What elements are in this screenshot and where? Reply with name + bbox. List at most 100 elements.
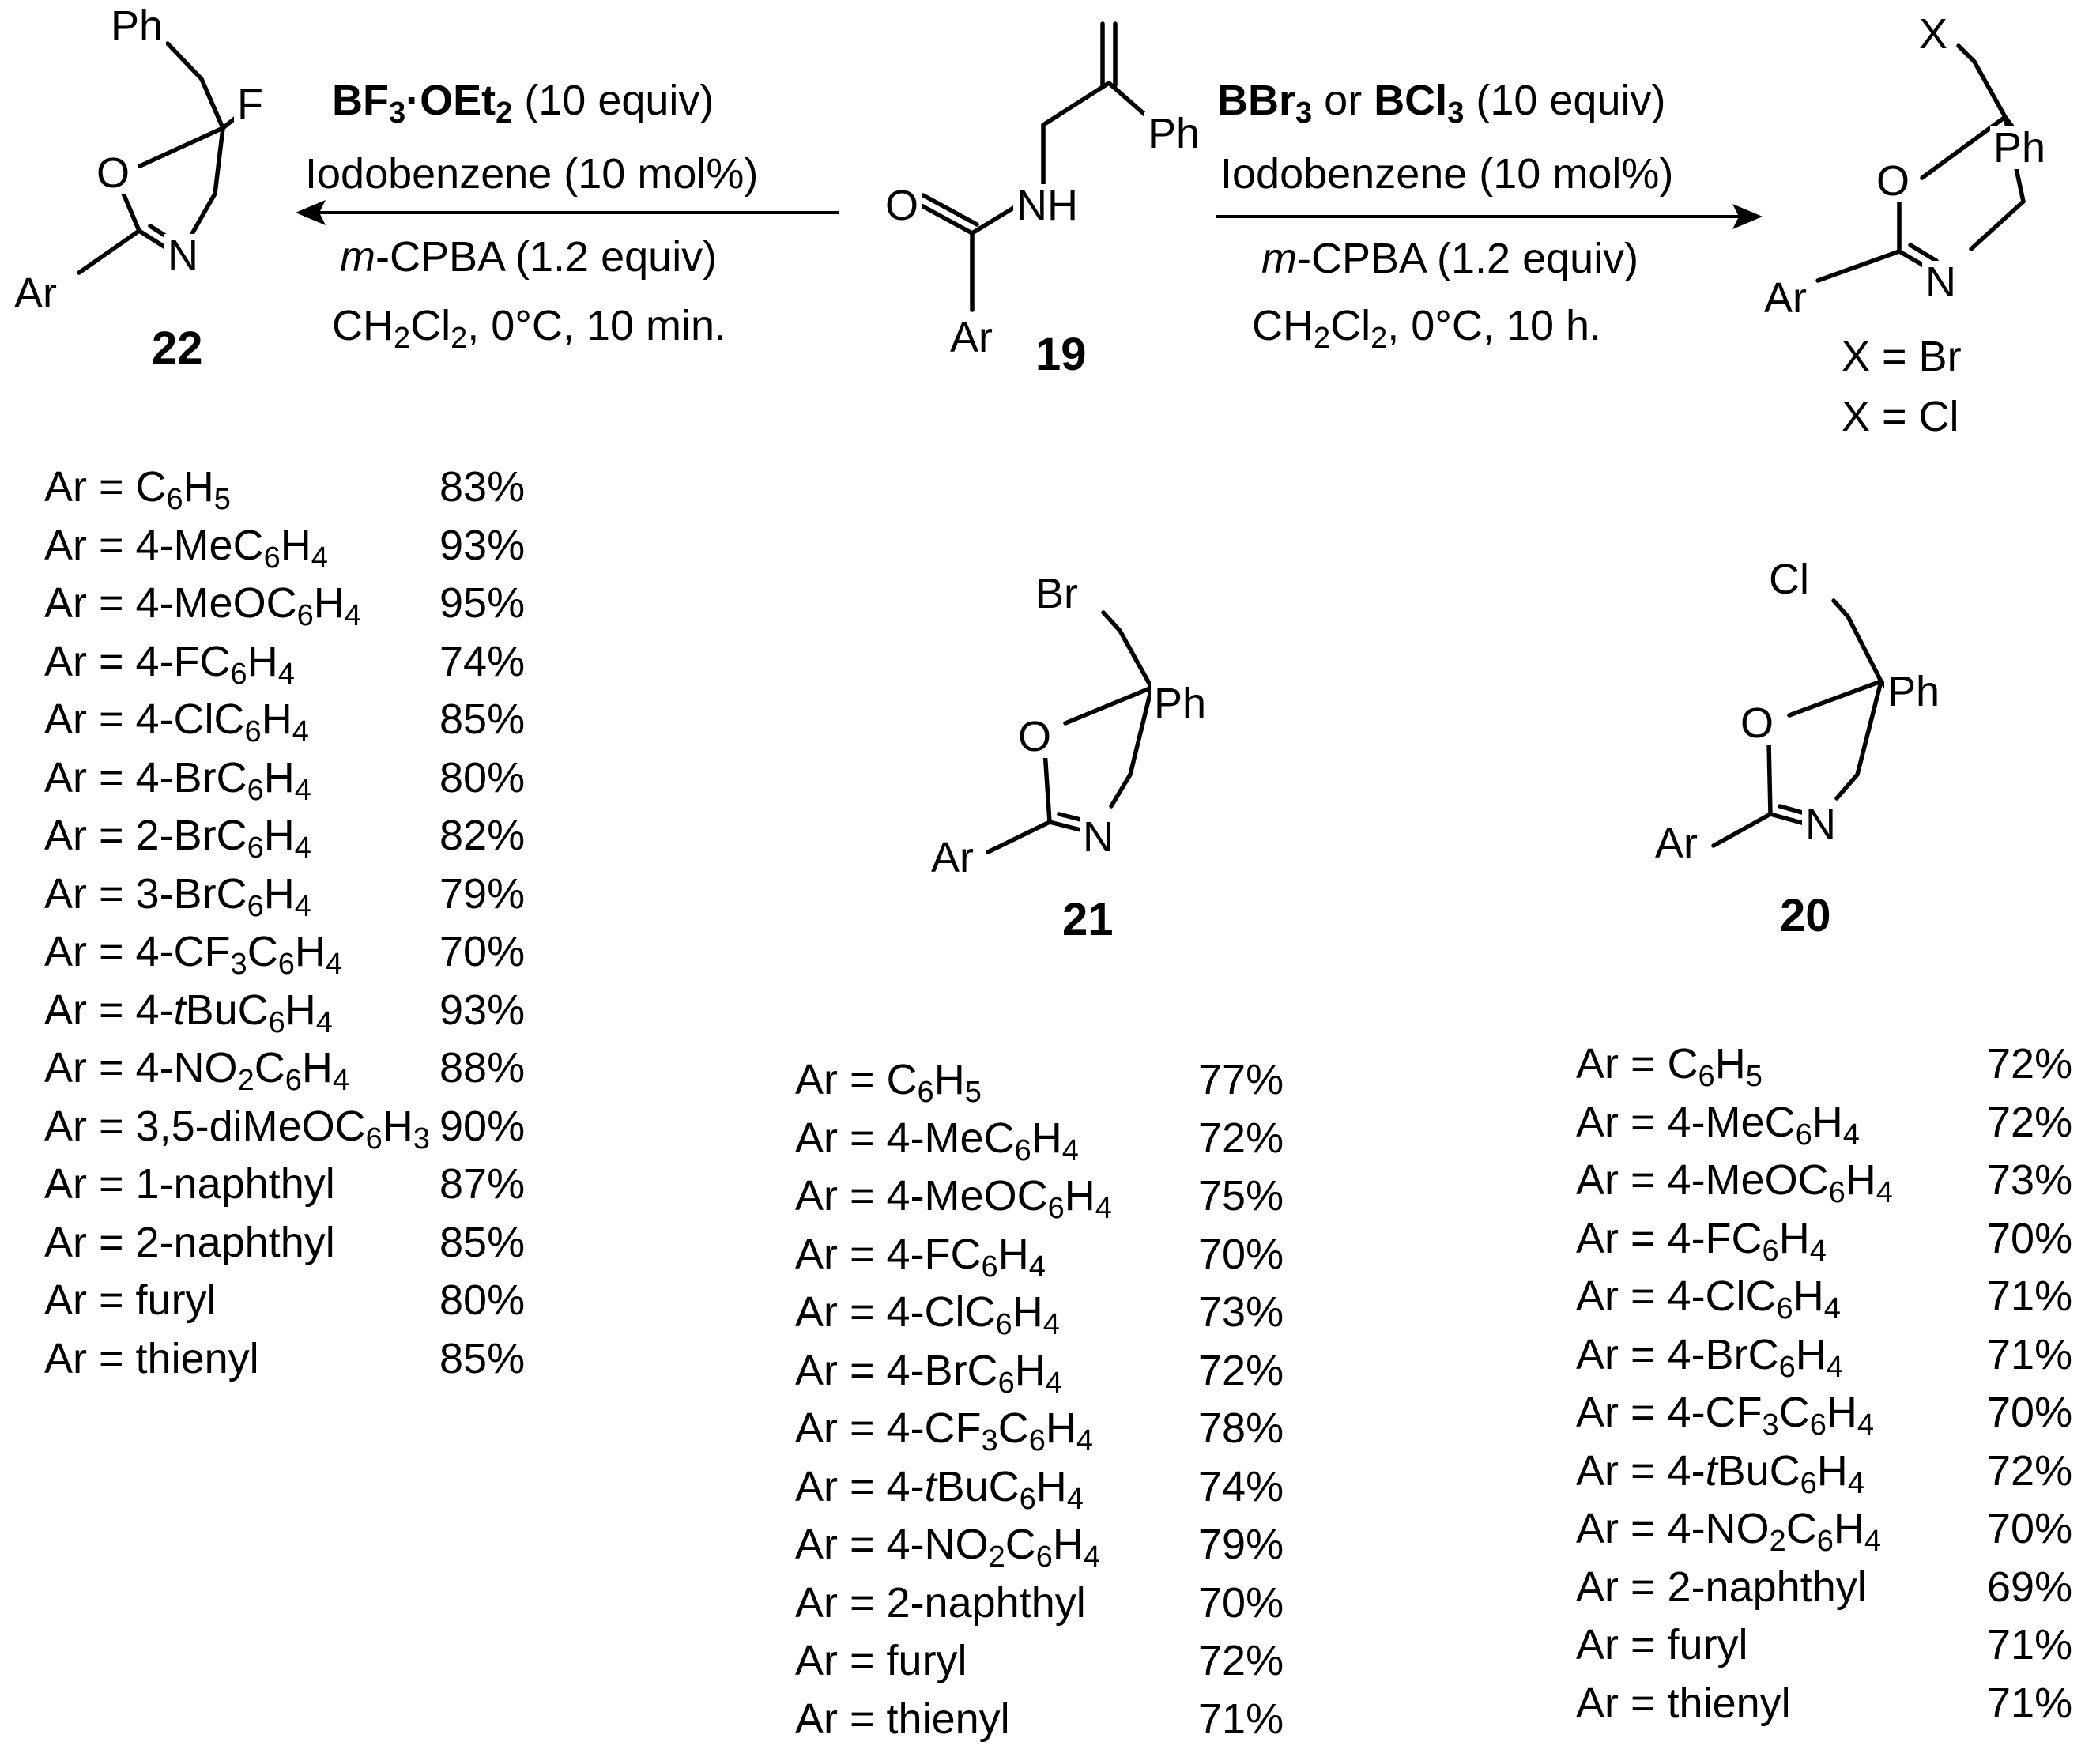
yield-value: 79% xyxy=(1198,1521,1284,1568)
left-arrow-head xyxy=(296,200,326,225)
yield-value: 71% xyxy=(1987,1621,2073,1668)
yield-value: 72% xyxy=(1987,1040,2073,1088)
yield-value: 72% xyxy=(1198,1114,1284,1162)
yield-value: 75% xyxy=(1198,1172,1284,1220)
aryl-substituent: Ar = C6H5 xyxy=(795,1056,982,1109)
right-reagent: BBr3 or BCl3 (10 equiv) xyxy=(1217,77,1666,130)
yield-value: 95% xyxy=(439,579,526,627)
x-equals-cl: X = Cl xyxy=(1842,393,1959,440)
yield-value: 88% xyxy=(439,1044,526,1092)
x-equals-br: X = Br xyxy=(1842,333,1962,380)
left-conditions: CH2Cl2, 0°C, 10 min. xyxy=(332,302,726,355)
aryl-substituent: Ar = 4-FC6H4 xyxy=(795,1230,1046,1284)
left-reagent: BF3·OEt2 (10 equiv) xyxy=(332,77,714,130)
aryl-substituent: Ar = 3-BrC6H4 xyxy=(44,869,311,923)
yield-value: 77% xyxy=(1198,1056,1284,1103)
aryl-substituent: Ar = 2-naphthyl xyxy=(1576,1563,1867,1611)
aryl-substituent: Ar = 4-NO2C6H4 xyxy=(44,1044,349,1097)
c20-atom-o: O xyxy=(1737,702,1778,745)
left-oxidant: m-CPBA (1.2 equiv) xyxy=(340,233,718,281)
aryl-substituent: Ar = 2-naphthyl xyxy=(795,1578,1086,1627)
yield-value: 82% xyxy=(439,812,526,859)
aryl-substituent: Ar = 2-BrC6H4 xyxy=(44,812,311,865)
aryl-substituent: Ar = 3,5-diMeOC6H3 xyxy=(44,1102,430,1156)
aryl-substituent: Ar = 1-naphthyl xyxy=(44,1160,335,1208)
aryl-substituent: Ar = 4-MeC6H4 xyxy=(795,1114,1079,1167)
c21-atom-ar: Ar xyxy=(928,836,977,879)
compound-21-bonds xyxy=(986,610,1159,854)
cx-atom-o: O xyxy=(1873,160,1913,202)
aryl-substituent: Ar = 4-MeC6H4 xyxy=(1576,1098,1860,1152)
yield-value: 71% xyxy=(1198,1695,1284,1743)
yield-value: 70% xyxy=(439,928,526,975)
yield-value: 85% xyxy=(439,696,526,743)
c19-atom-ph: Ph xyxy=(1144,112,1204,155)
right-conditions: CH2Cl2, 0°C, 10 h. xyxy=(1252,302,1602,355)
aryl-substituent: Ar = C6H5 xyxy=(44,463,231,516)
compound-21-label: 21 xyxy=(1062,894,1114,945)
c21-atom-o: O xyxy=(1015,715,1055,758)
yield-value: 78% xyxy=(1198,1404,1284,1452)
yield-value: 80% xyxy=(439,1276,526,1324)
yield-value: 74% xyxy=(439,637,526,685)
aryl-substituent: Ar = 4-FC6H4 xyxy=(1576,1214,1827,1268)
yield-value: 93% xyxy=(439,521,526,569)
yield-value: 83% xyxy=(439,463,526,511)
aryl-substituent: Ar = 4-BrC6H4 xyxy=(795,1346,1062,1400)
aryl-substituent: Ar = furyl xyxy=(795,1637,967,1684)
right-catalyst: Iodobenzene (10 mol%) xyxy=(1220,150,1674,198)
cx-atom-ar: Ar xyxy=(1761,277,1810,319)
aryl-substituent: Ar = 4-tBuC6H4 xyxy=(795,1462,1084,1516)
aryl-substituent: Ar = 4-CF3C6H4 xyxy=(44,928,342,981)
yield-value: 74% xyxy=(1198,1462,1284,1510)
compound-20-bonds xyxy=(1711,598,1894,848)
yield-value: 79% xyxy=(439,869,526,918)
right-arrow-head xyxy=(1732,204,1763,229)
compound-22-label: 22 xyxy=(152,322,203,374)
aryl-substituent: Ar = thienyl xyxy=(795,1695,1010,1743)
yield-value: 93% xyxy=(439,986,526,1034)
aryl-substituent: Ar = 4-ClC6H4 xyxy=(795,1288,1060,1341)
c22-atom-n: N xyxy=(164,234,202,277)
yield-value: 80% xyxy=(439,753,526,801)
c22-atom-ph: Ph xyxy=(107,5,167,47)
yield-value: 85% xyxy=(439,1218,526,1266)
c22-atom-f: F xyxy=(234,83,266,126)
aryl-substituent: Ar = 4-MeOC6H4 xyxy=(44,579,361,632)
yield-value: 71% xyxy=(1987,1330,2073,1378)
yield-value: 73% xyxy=(1198,1288,1284,1336)
yield-value: 70% xyxy=(1987,1389,2073,1436)
yield-value: 71% xyxy=(1987,1679,2073,1727)
aryl-substituent: Ar = 4-BrC6H4 xyxy=(1576,1330,1843,1384)
yield-value: 73% xyxy=(1987,1156,2073,1204)
aryl-substituent: Ar = 4-ClC6H4 xyxy=(44,696,309,748)
yield-value: 70% xyxy=(1198,1578,1284,1627)
aryl-substituent: Ar = furyl xyxy=(44,1276,217,1324)
aryl-substituent: Ar = 4-NO2C6H4 xyxy=(795,1521,1100,1574)
c21-atom-ph: Ph xyxy=(1151,682,1210,725)
aryl-substituent: Ar = 4-tBuC6H4 xyxy=(1576,1446,1864,1500)
yield-value: 72% xyxy=(1198,1346,1284,1394)
c22-atom-o: O xyxy=(93,152,134,194)
aryl-substituent: Ar = 4-MeOC6H4 xyxy=(1576,1156,1893,1209)
c19-atom-nh: NH xyxy=(1013,184,1081,227)
right-oxidant: m-CPBA (1.2 equiv) xyxy=(1261,235,1639,282)
aryl-substituent: Ar = furyl xyxy=(1576,1621,1748,1668)
aryl-substituent: Ar = 4-ClC6H4 xyxy=(1576,1273,1841,1325)
yield-value: 72% xyxy=(1987,1098,2073,1146)
c20-atom-n: N xyxy=(1802,803,1839,846)
cx-atom-x: X xyxy=(1916,13,1951,55)
aryl-substituent: Ar = C6H5 xyxy=(1576,1040,1763,1093)
aryl-substituent: Ar = 4-tBuC6H4 xyxy=(44,986,333,1039)
yield-value: 72% xyxy=(1198,1637,1284,1684)
yield-value: 71% xyxy=(1987,1273,2073,1320)
left-catalyst: Iodobenzene (10 mol%) xyxy=(305,150,759,198)
cx-atom-n: N xyxy=(1922,261,1959,304)
yield-value: 85% xyxy=(439,1334,526,1382)
yield-value: 90% xyxy=(439,1102,526,1150)
yield-value: 72% xyxy=(1987,1446,2073,1495)
aryl-substituent: Ar = 4-BrC6H4 xyxy=(44,753,311,807)
aryl-substituent: Ar = thienyl xyxy=(44,1334,259,1382)
aryl-substituent: Ar = 4-FC6H4 xyxy=(44,637,295,691)
